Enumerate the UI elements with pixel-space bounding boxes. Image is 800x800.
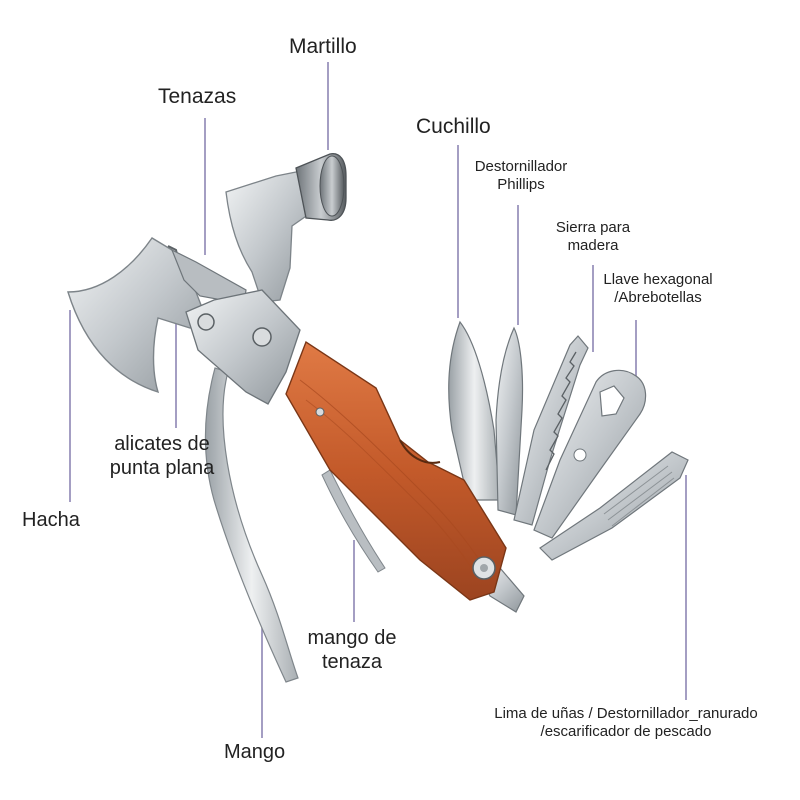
label-lima-line1: Lima de uñas / Destornillador_ranurado (494, 705, 758, 722)
plier-lever (321, 469, 386, 573)
label-alicates-line2: punta plana (109, 457, 215, 479)
label-mango-tenaza-line2: tenaza (321, 651, 383, 673)
knife-blade (448, 320, 501, 501)
label-cuchillo: Cuchillo (416, 115, 491, 138)
plier-handle (204, 367, 299, 683)
label-destornillador-phillips-line1: Destornillador (474, 158, 568, 175)
label-martillo: Martillo (289, 35, 357, 58)
phillips-blade (495, 326, 524, 516)
label-sierra-line1: Sierra para (555, 219, 631, 236)
label-llave: Llave hexagonal /Abrebotellas (592, 271, 724, 307)
label-hacha: Hacha (22, 509, 80, 531)
label-mango-tenaza: mango de tenaza (296, 626, 408, 674)
hammer-claw (225, 169, 313, 303)
label-sierra: Sierra para madera (547, 219, 639, 255)
label-alicates-line1: alicates de (114, 433, 210, 455)
axe-blade (67, 237, 207, 394)
label-llave-line2: /Abrebotellas (614, 289, 702, 306)
label-sierra-line2: madera (567, 237, 619, 254)
label-mango-tenaza-line1: mango de (307, 627, 397, 649)
label-destornillador-phillips: Destornillador Phillips (462, 158, 580, 194)
label-lima: Lima de uñas / Destornillador_ranurado /… (470, 705, 782, 741)
pivot-plate (185, 289, 301, 405)
label-llave-line1: Llave hexagonal (603, 271, 713, 288)
label-tenazas: Tenazas (158, 85, 237, 108)
label-lima-line2: /escarificador de pescado (540, 723, 712, 740)
label-alicates: alicates de punta plana (96, 432, 228, 480)
wrench-blade (533, 369, 647, 539)
label-destornillador-phillips-line2: Phillips (497, 176, 545, 193)
label-mango: Mango (224, 741, 286, 763)
wood-handle (285, 340, 507, 601)
